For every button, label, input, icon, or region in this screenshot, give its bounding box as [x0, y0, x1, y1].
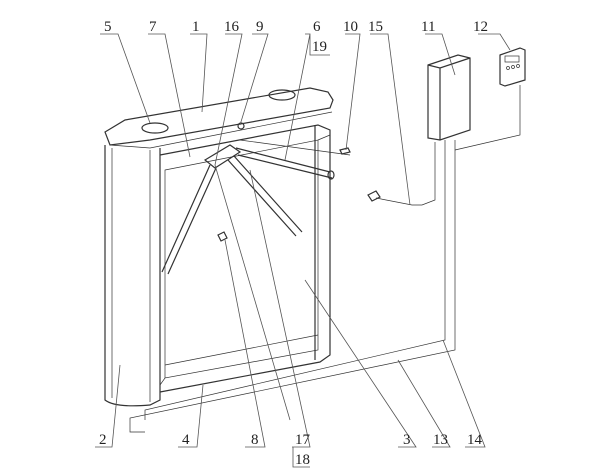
callout-2: 2 [99, 432, 107, 448]
callout-5: 5 [104, 19, 112, 35]
callout-19: 19 [312, 39, 327, 55]
callout-10: 10 [343, 19, 358, 35]
callout-4: 4 [182, 432, 190, 448]
callout-3: 3 [403, 432, 411, 448]
callout-17: 17 [295, 432, 311, 448]
callout-15: 15 [368, 19, 383, 35]
callout-8: 8 [251, 432, 259, 448]
callout-12: 12 [473, 19, 488, 35]
small-parts [217, 142, 436, 242]
callout-11: 11 [421, 19, 435, 35]
callout-1: 1 [192, 19, 200, 35]
left-pillar [104, 145, 161, 407]
tripod-arms [161, 139, 351, 275]
callout-16: 16 [224, 19, 240, 35]
callout-13: 13 [433, 432, 448, 448]
leader-lines [95, 33, 511, 468]
cables [129, 85, 521, 433]
callout-7: 7 [149, 19, 157, 35]
frame [159, 124, 331, 393]
callout-9: 9 [256, 19, 264, 35]
remote-panel [499, 47, 526, 87]
control-box [427, 54, 471, 141]
callout-14: 14 [467, 432, 483, 448]
callout-6: 6 [313, 19, 321, 35]
top-cover [104, 87, 334, 149]
callout-18: 18 [295, 452, 310, 468]
